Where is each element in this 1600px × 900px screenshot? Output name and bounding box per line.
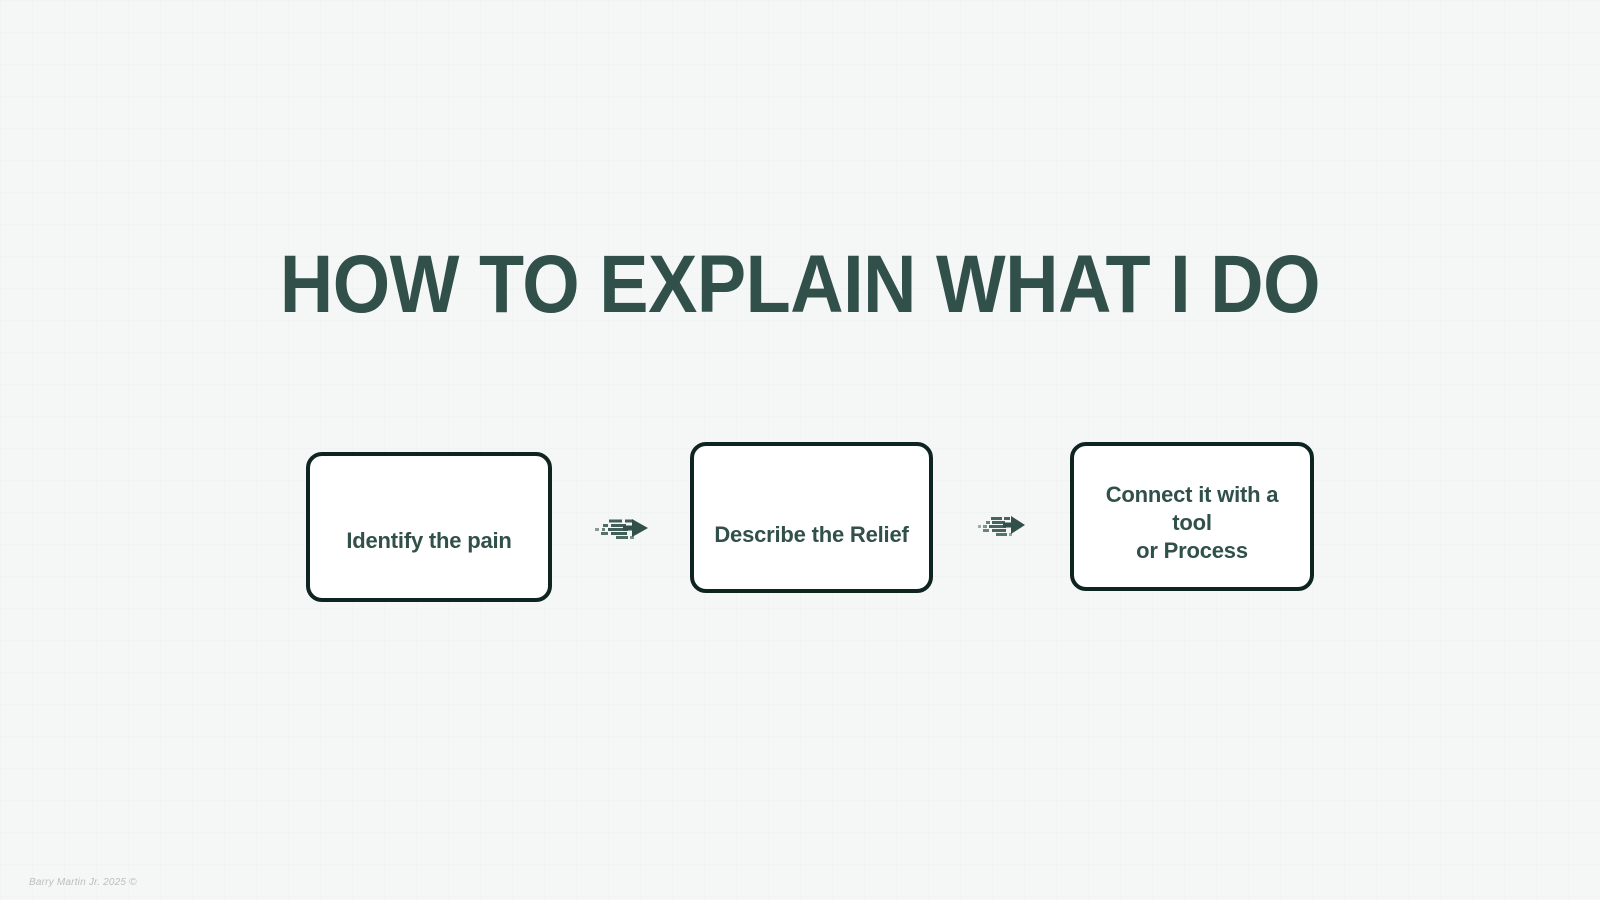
- page-title: HOW TO EXPLAIN WHAT I DO: [279, 238, 1321, 330]
- speed-arrow-icon-1: [592, 508, 650, 548]
- flow-step-box-2[interactable]: Describe the Relief: [690, 442, 933, 593]
- speed-arrow-icon-2: [975, 506, 1027, 544]
- flow-step-label-2: Describe the Relief: [714, 521, 909, 547]
- flow-step-box-3[interactable]: Connect it with a tool or Process: [1070, 442, 1314, 591]
- flow-step-box-1[interactable]: Identify the pain: [306, 452, 552, 602]
- flow-step-label-1: Identify the pain: [346, 528, 512, 553]
- flow-step-label-3: Connect it with a tool or Process: [1105, 481, 1279, 563]
- copyright-footer: Barry Martin Jr. 2025 ©: [29, 877, 137, 888]
